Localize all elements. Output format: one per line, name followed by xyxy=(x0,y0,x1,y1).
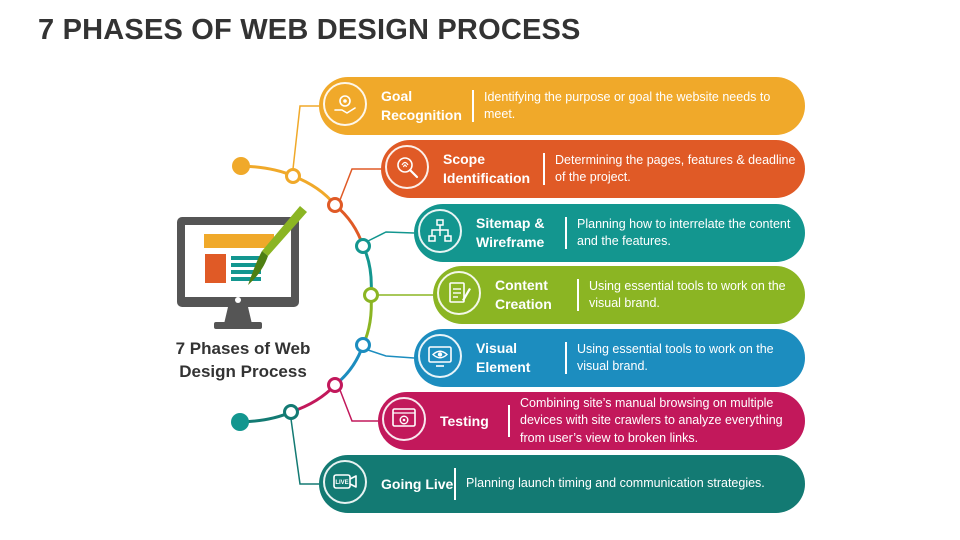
phase-pill: LIVE Going Live Planning launch timing and… xyxy=(319,455,805,513)
phase-description: Using essential tools to work on the vis… xyxy=(577,341,774,374)
phase-connector xyxy=(290,418,319,485)
phase-pill: Sitemap & Wireframe Planning how to inter… xyxy=(414,204,805,262)
phase-node xyxy=(283,404,299,420)
phase-description: Identifying the purpose or goal the webs… xyxy=(484,89,771,122)
phase-pill: Visual Element Using essential tools to w… xyxy=(414,329,805,387)
phase-divider xyxy=(565,342,567,374)
phase-node xyxy=(327,377,343,393)
phase-divider xyxy=(508,405,510,437)
phase-connector xyxy=(292,105,319,170)
arc-end-dot xyxy=(231,413,249,431)
content-doc-icon xyxy=(437,271,481,315)
phase-title: Goal Recognition xyxy=(381,88,462,123)
phase-divider xyxy=(543,153,545,185)
phase-node xyxy=(285,168,301,184)
page-title: 7 PHASES OF WEB DESIGN PROCESS xyxy=(38,14,581,46)
monitor-illustration xyxy=(177,206,307,329)
phase-title: Content Creation xyxy=(495,277,552,312)
live-icon: LIVE xyxy=(323,460,367,504)
phase-description: Using essential tools to work on the vis… xyxy=(589,278,786,311)
phase-title: Testing xyxy=(440,412,489,429)
phase-title: Sitemap & Wireframe xyxy=(476,215,545,250)
phase-connector xyxy=(339,389,378,422)
phase-connector xyxy=(367,349,415,359)
phase-node xyxy=(327,197,343,213)
phase-node xyxy=(363,287,379,303)
testing-icon xyxy=(382,397,426,441)
phase-divider xyxy=(472,90,474,122)
phase-title: Scope Identification xyxy=(443,151,531,186)
phase-connector xyxy=(367,231,415,242)
center-label: 7 Phases of Web Design Process xyxy=(175,339,311,381)
phase-title: Going Live xyxy=(381,475,454,492)
phase-pill: Goal Recognition Identifying the purpose … xyxy=(319,77,805,135)
gear-hand-icon xyxy=(323,82,367,126)
phase-description: Planning launch timing and communication… xyxy=(466,476,765,491)
sitemap-icon xyxy=(418,209,462,253)
phase-description: Determining the pages, features & deadli… xyxy=(555,152,796,185)
phase-title: Visual Element xyxy=(476,340,531,375)
phase-connector xyxy=(339,168,381,201)
phase-pill: Testing Combining site’s manual browsing … xyxy=(378,392,805,450)
phase-node xyxy=(355,238,371,254)
phase-description: Combining site’s manual browsing on mult… xyxy=(520,395,783,445)
phase-divider xyxy=(454,468,456,500)
phase-divider xyxy=(565,217,567,249)
phase-description: Planning how to interrelate the content … xyxy=(577,216,791,249)
phase-pill: Content Creation Using essential tools to… xyxy=(433,266,805,324)
phase-pill: Scope Identification Determining the page… xyxy=(381,140,805,198)
arc-start-dot xyxy=(232,157,250,175)
svg-text:LIVE: LIVE xyxy=(335,480,348,486)
phase-node xyxy=(355,337,371,353)
phase-divider xyxy=(577,279,579,311)
fingerprint-magnifier-icon xyxy=(385,145,429,189)
eye-monitor-icon xyxy=(418,334,462,378)
